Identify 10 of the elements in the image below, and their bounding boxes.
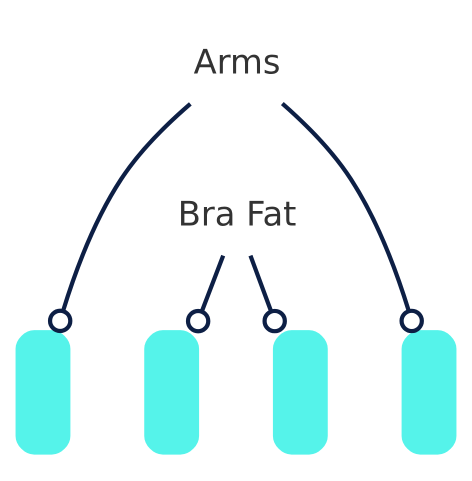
node-box — [144, 330, 200, 455]
node-box — [272, 330, 328, 455]
node-box — [402, 330, 456, 455]
connector — [186, 254, 226, 334]
node-text: Arms — [194, 42, 280, 82]
connector — [48, 102, 192, 334]
node-text: Bra Fat — [178, 194, 296, 234]
connector — [280, 102, 424, 334]
node-box — [16, 330, 70, 455]
connector — [248, 254, 287, 334]
